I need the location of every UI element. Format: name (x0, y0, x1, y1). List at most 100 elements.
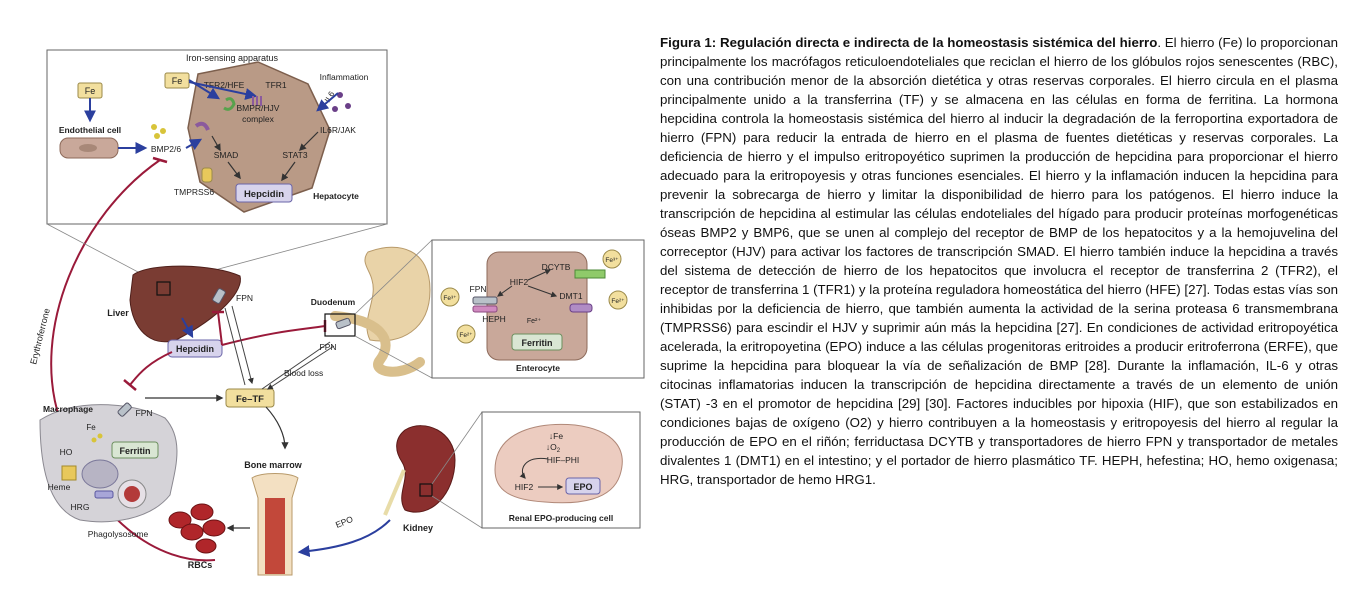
bmpr-to-smad-arrow (211, 135, 221, 152)
top-panel: Iron-sensing apparatus Fe TFR2/HFE TFR1 … (46, 49, 388, 225)
hif2-to-dmt1-arrow (527, 285, 558, 298)
fe3-label: Fe³⁺ (605, 257, 619, 264)
kidney-organ (396, 425, 456, 513)
macrophage-panel: Macrophage FPN Fe HO Ferritin Heme HRG P… (39, 402, 178, 539)
kidney-label: Kidney (403, 523, 433, 533)
fe-dot (97, 433, 103, 439)
dmt1-icon (569, 303, 593, 313)
fe3-ion-right (602, 249, 622, 269)
fe-label: Fe (172, 76, 183, 86)
smad-label: SMAD (214, 150, 239, 160)
bmp-to-receptor-arrow (185, 138, 203, 150)
liver-label: Liver (107, 308, 129, 318)
liver-organ (129, 265, 241, 343)
kidney-zoom-box (419, 483, 433, 497)
heme-icon (61, 465, 77, 481)
liver-zoom-box (156, 281, 171, 296)
fe3-left-label: Fe³⁺ (443, 295, 457, 302)
stat3-label: STAT3 (282, 150, 307, 160)
rbc (190, 503, 214, 521)
bmp-dot (160, 128, 166, 134)
stat3-to-hepcidin-arrow (281, 161, 296, 182)
il6-dot (332, 106, 338, 112)
heph-icon (472, 305, 498, 313)
fpn-liver-label: FPN (236, 293, 253, 303)
duodenum-zoom-box (324, 313, 356, 337)
dmt1-label: DMT1 (559, 291, 582, 301)
enterocyte-ferritin-box (511, 333, 563, 351)
tfr2-hfe-label: TFR2/HFE (204, 80, 245, 90)
duodenum-label: Duodenum (311, 297, 356, 307)
zoom-line (354, 239, 433, 315)
duodenum-fpn-icon (335, 317, 351, 330)
fe-to-tfr1-arrow (188, 81, 258, 100)
fe-tf-to-marrow-arrow (265, 406, 289, 450)
liver-to-hepcidin-arrow (181, 317, 194, 339)
epo-arrow (297, 519, 391, 558)
epo-gene-label: EPO (573, 482, 592, 492)
ho-label: HO (60, 447, 73, 457)
il6-dot (337, 92, 343, 98)
hif-phi-arrow (519, 457, 549, 479)
hif2-to-dcytb-arrow (527, 269, 552, 281)
hepcidin-box-label: Hepcidin (176, 344, 214, 354)
hepcidin-to-macrophage-inhibit (129, 351, 173, 386)
tfr1-receptor-icon (252, 96, 262, 106)
macrophage-ferritin-box (111, 441, 159, 459)
zoom-line (431, 495, 483, 529)
renal-hif2-label: HIF2 (515, 482, 534, 492)
enterocyte-panel: DCYTB Fe³⁺ Fe²⁺ HIF2 FPN DMT1 HEPH Fe³⁺ … (431, 239, 645, 379)
blood-loss-label: Blood loss (284, 368, 323, 378)
epo-arrow-label: EPO (334, 514, 355, 530)
enterocyte-ferritin-label: Ferritin (521, 338, 552, 348)
rbc (180, 523, 204, 541)
hif2-to-fpn-arrow (497, 285, 513, 297)
hepcidin-to-duodenum-inhibit (221, 325, 326, 346)
fe2-mid-label: Fe²⁺ (527, 318, 542, 325)
renal-o2-subscript: 2 (557, 448, 561, 454)
zoom-line (354, 335, 433, 379)
renal-o2-text: ↓O (546, 442, 557, 452)
erythroferrone-label: Erythroferrone (28, 307, 52, 365)
hif2-label: HIF2 (510, 277, 529, 287)
endothelial-nucleus (79, 144, 97, 152)
fe2-left-label: Fe²⁺ (459, 332, 473, 339)
fe-tf-box (225, 388, 275, 408)
il6-dot (345, 103, 351, 109)
duodenum-to-fe-tf-arrow (266, 345, 335, 390)
complex-label: complex (242, 114, 274, 124)
caption-title: Figura 1: Regulación directa e indirecta… (660, 35, 1158, 50)
rbc (168, 511, 192, 529)
ingested-rbc (124, 486, 140, 502)
enterocyte-fpn-icon (472, 296, 498, 305)
bmpr-receptor-icon (194, 121, 210, 131)
epo-gene-box (565, 477, 601, 495)
tfr2-receptor-icon (223, 97, 236, 111)
figure-diagram: Iron-sensing apparatus Fe TFR2/HFE TFR1 … (28, 49, 645, 576)
macrophage-ferritin-label: Ferritin (119, 446, 150, 456)
bone-marrow-label: Bone marrow (244, 460, 303, 470)
ureter (383, 469, 406, 516)
bmp-dot (151, 124, 157, 130)
fpn-duodenum-label: FPN (320, 342, 337, 352)
fe2-ion-right (608, 290, 628, 310)
macrophage-fpn-label: FPN (136, 408, 153, 418)
hepcidin-box (167, 339, 223, 358)
hepcidin-gene-box (235, 183, 293, 203)
macrophage-fe-label: Fe (86, 423, 96, 432)
liver-fpn-icon (212, 288, 226, 304)
figure: Iron-sensing apparatus Fe TFR2/HFE TFR1 … (0, 0, 650, 605)
fe3-ion-left (440, 287, 460, 307)
inhibit-bar (123, 379, 137, 391)
jak-to-stat3-arrow (298, 131, 319, 152)
fe-tf-label: Fe–TF (236, 394, 264, 405)
tmprss6-icon (201, 167, 213, 183)
hepcidin-to-liver-fpn-inhibit (217, 311, 223, 346)
liver-fe-tf-link (224, 307, 246, 386)
kidney-panel: ↓Fe ↓O2 HIF–PHI HIF2 EPO Renal EPO-produ… (481, 411, 641, 529)
duodenum-organ (330, 311, 425, 377)
hrg-label: HRG (71, 502, 90, 512)
fe-dot (91, 437, 97, 443)
macrophage-nucleus (81, 459, 119, 489)
macrophage-label: Macrophage (43, 404, 93, 414)
